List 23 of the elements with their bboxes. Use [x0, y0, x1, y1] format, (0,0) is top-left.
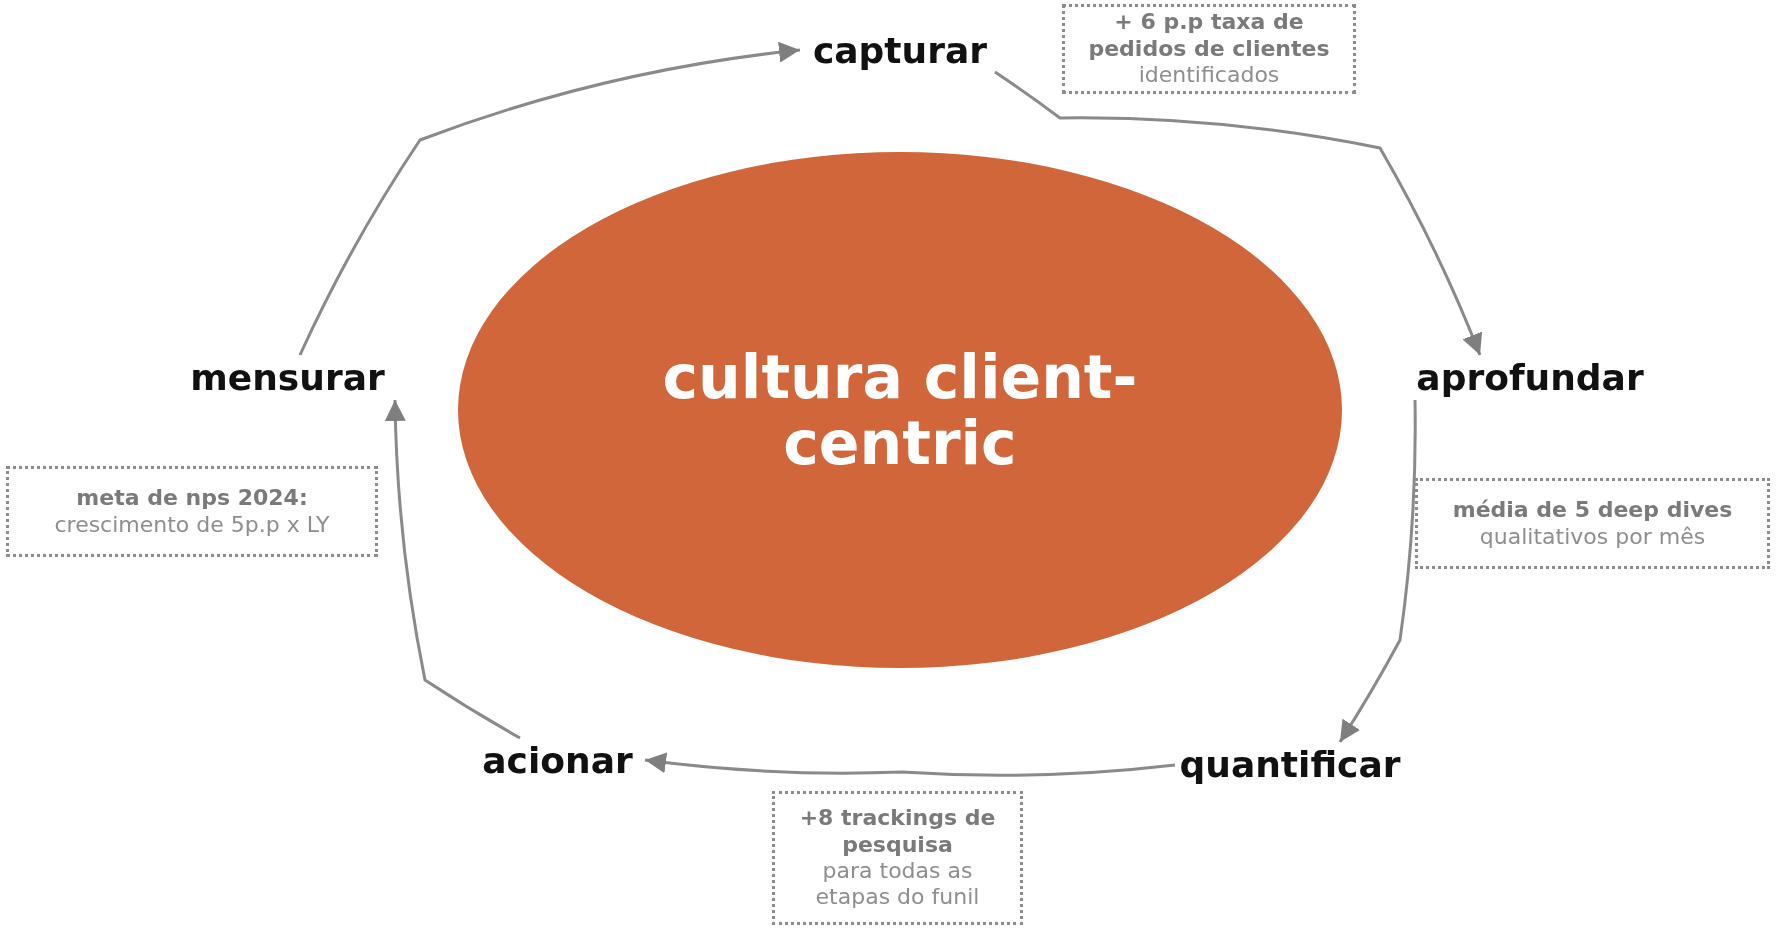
stage-label: aprofundar	[1410, 355, 1650, 400]
note-heading: meta de nps 2024:	[76, 485, 308, 512]
stage-label: capturar	[800, 28, 1000, 72]
cycle-arrow	[1338, 400, 1417, 743]
note-box	[1062, 4, 1356, 94]
note-text: para todas as etapas do funil	[814, 858, 981, 911]
stage-label: mensurar	[185, 355, 390, 400]
cycle-arrow	[298, 42, 801, 356]
center-title: cultura client-centric	[661, 344, 1139, 476]
stage-label: quantificar	[1175, 742, 1405, 787]
note-text: qualitativos por mês	[1479, 523, 1706, 550]
note-box	[1415, 478, 1770, 569]
note-box	[6, 466, 378, 557]
cycle-arrow	[994, 70, 1482, 356]
note-text: crescimento de 5p.p x LY	[54, 511, 330, 538]
cycle-arrow	[385, 399, 521, 740]
note-text: identificados	[1138, 62, 1280, 89]
cycle-arrow	[644, 751, 1176, 777]
note-box	[772, 791, 1023, 925]
note-heading: média de 5 deep dives	[1452, 497, 1733, 524]
stage-label: acionar	[470, 738, 645, 782]
note-heading: + 6 p.p taxa de pedidos de clientes	[1087, 9, 1331, 63]
note-heading: +8 trackings de pesquisa	[798, 805, 997, 858]
